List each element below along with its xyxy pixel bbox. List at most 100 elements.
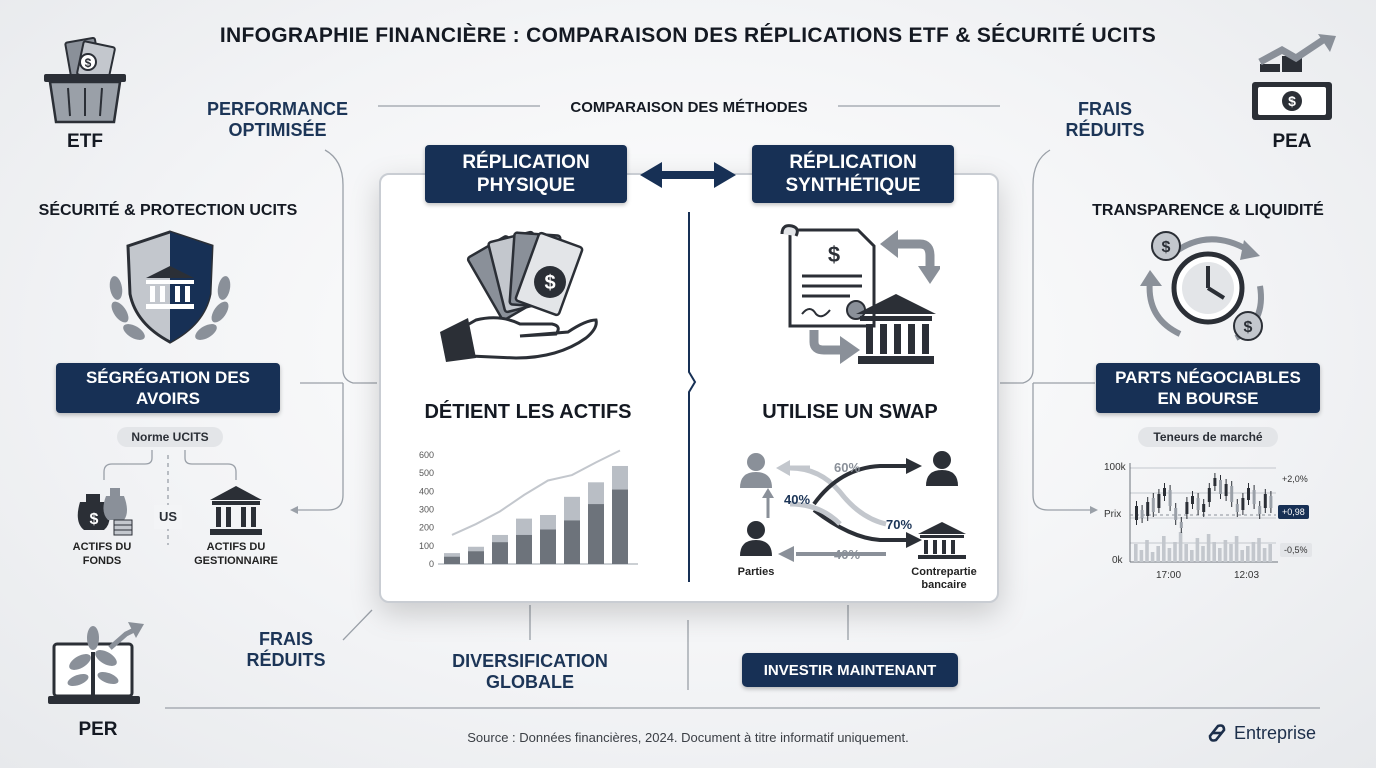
bar-inner xyxy=(444,556,460,564)
detient-label: DÉTIENT LES ACTIFS xyxy=(424,401,632,423)
candle-body xyxy=(1168,490,1172,506)
candle-body xyxy=(1213,478,1217,486)
volume-bar xyxy=(1218,548,1222,562)
physique-bar-chart: 0 100 200 300 400 500 600 xyxy=(419,449,638,569)
bar-inner xyxy=(588,504,604,564)
bar-inner xyxy=(516,534,532,564)
candle-body xyxy=(1219,480,1222,494)
volume-bar xyxy=(1229,544,1233,562)
stock-tag-up: +2,0% xyxy=(1282,474,1308,484)
top-center-label: COMPARAISON DES MÉTHODES xyxy=(570,99,808,116)
swap-pct-60: 60% xyxy=(834,460,861,475)
svg-text:$: $ xyxy=(828,242,840,267)
trend-line xyxy=(451,449,621,536)
shield-bank-icon xyxy=(109,230,231,344)
candle-body xyxy=(1224,484,1228,496)
volume-bar xyxy=(1134,544,1138,562)
brand-icon xyxy=(1208,724,1226,742)
bar-y-tick: 400 xyxy=(419,486,434,496)
svg-text:$: $ xyxy=(544,272,555,294)
bar-inner xyxy=(492,542,508,564)
parties-label: Parties xyxy=(737,566,775,578)
hand-money-icon: $ xyxy=(440,230,598,362)
etf-label: ETF xyxy=(67,131,103,152)
volume-bar xyxy=(1251,542,1256,562)
volume-bar xyxy=(1178,532,1183,562)
bar-y-tick: 100 xyxy=(419,541,434,551)
svg-text:$: $ xyxy=(1288,93,1296,109)
norme-pill: Norme UCITS xyxy=(117,427,223,447)
bar-inner xyxy=(564,520,580,564)
candle-body xyxy=(1191,496,1194,504)
basket-icon: $ xyxy=(44,36,126,124)
contract-bank-icon: $ xyxy=(780,224,940,364)
swap-flow-diagram xyxy=(740,451,966,562)
candle-body xyxy=(1230,486,1234,502)
svg-text:$: $ xyxy=(85,56,92,70)
candle-body xyxy=(1258,506,1262,514)
volume-bar xyxy=(1156,546,1160,562)
bar-y-tick: 0 xyxy=(429,559,434,569)
candle-body xyxy=(1196,498,1200,510)
candle-body xyxy=(1163,488,1166,496)
clock-cycle-icon: $ $ xyxy=(1140,231,1264,341)
stock-x-label-1: 17:00 xyxy=(1156,570,1182,581)
candle-body xyxy=(1263,494,1267,508)
transparence-label: TRANSPARENCE & LIQUIDITÉ xyxy=(1092,202,1324,219)
volume-bar xyxy=(1240,550,1244,562)
candle-body xyxy=(1202,504,1206,512)
volume-bar xyxy=(1257,538,1261,562)
swap-pct-70: 70% xyxy=(886,517,913,532)
svg-text:$: $ xyxy=(90,511,99,528)
stock-y-bottom: 0k xyxy=(1112,555,1123,566)
per-label: PER xyxy=(78,719,118,740)
bar-y-tick: 200 xyxy=(419,523,434,533)
volume-bar xyxy=(1206,534,1211,562)
candle-body xyxy=(1135,506,1138,520)
bar-y-tick: 300 xyxy=(419,505,434,515)
bank-icon xyxy=(210,486,262,535)
teneurs-pill: Teneurs de marché xyxy=(1138,427,1278,447)
source-note: Source : Données financières, 2024. Docu… xyxy=(467,730,909,745)
stock-x-label-2: 12:03 xyxy=(1234,570,1260,581)
volume-bar xyxy=(1162,536,1166,562)
swap-pct-40a: 40% xyxy=(784,492,811,507)
stock-y-mid: Prix xyxy=(1104,509,1122,520)
candle-body xyxy=(1269,496,1273,508)
candle-body xyxy=(1179,522,1183,528)
bar-y-tick: 500 xyxy=(419,468,434,478)
plant-laptop-icon xyxy=(48,622,144,704)
candle-body xyxy=(1241,498,1245,510)
bar-inner xyxy=(540,529,556,564)
page-title: INFOGRAPHIE FINANCIÈRE : COMPARAISON DES… xyxy=(219,24,1157,47)
vs-label: US xyxy=(154,505,182,529)
candle-body xyxy=(1247,488,1250,500)
bar-y-tick: 600 xyxy=(419,450,434,460)
svg-text:$: $ xyxy=(1162,239,1171,256)
candle-body xyxy=(1146,502,1150,516)
price-candlestick-chart xyxy=(1129,463,1278,563)
candle-body xyxy=(1140,510,1144,518)
stock-y-top: 100k xyxy=(1104,462,1126,473)
volume-bar xyxy=(1145,540,1149,562)
brand-name: Entreprise xyxy=(1234,722,1317,743)
volume-bar xyxy=(1223,540,1228,562)
trend-cash-icon: $ xyxy=(1252,34,1336,120)
investir-button[interactable]: INVESTIR MAINTENANT xyxy=(742,653,958,687)
volume-bar xyxy=(1212,542,1216,562)
volume-bar xyxy=(1262,548,1267,562)
money-bags-icon: $ xyxy=(77,488,133,536)
bar-inner xyxy=(612,489,628,564)
double-arrow-icon xyxy=(640,162,736,188)
volume-bar xyxy=(1173,542,1177,562)
card-divider xyxy=(688,212,697,582)
volume-bar xyxy=(1139,550,1144,562)
volume-bar xyxy=(1246,546,1250,562)
swap-pct-40b: 40% xyxy=(834,547,861,562)
